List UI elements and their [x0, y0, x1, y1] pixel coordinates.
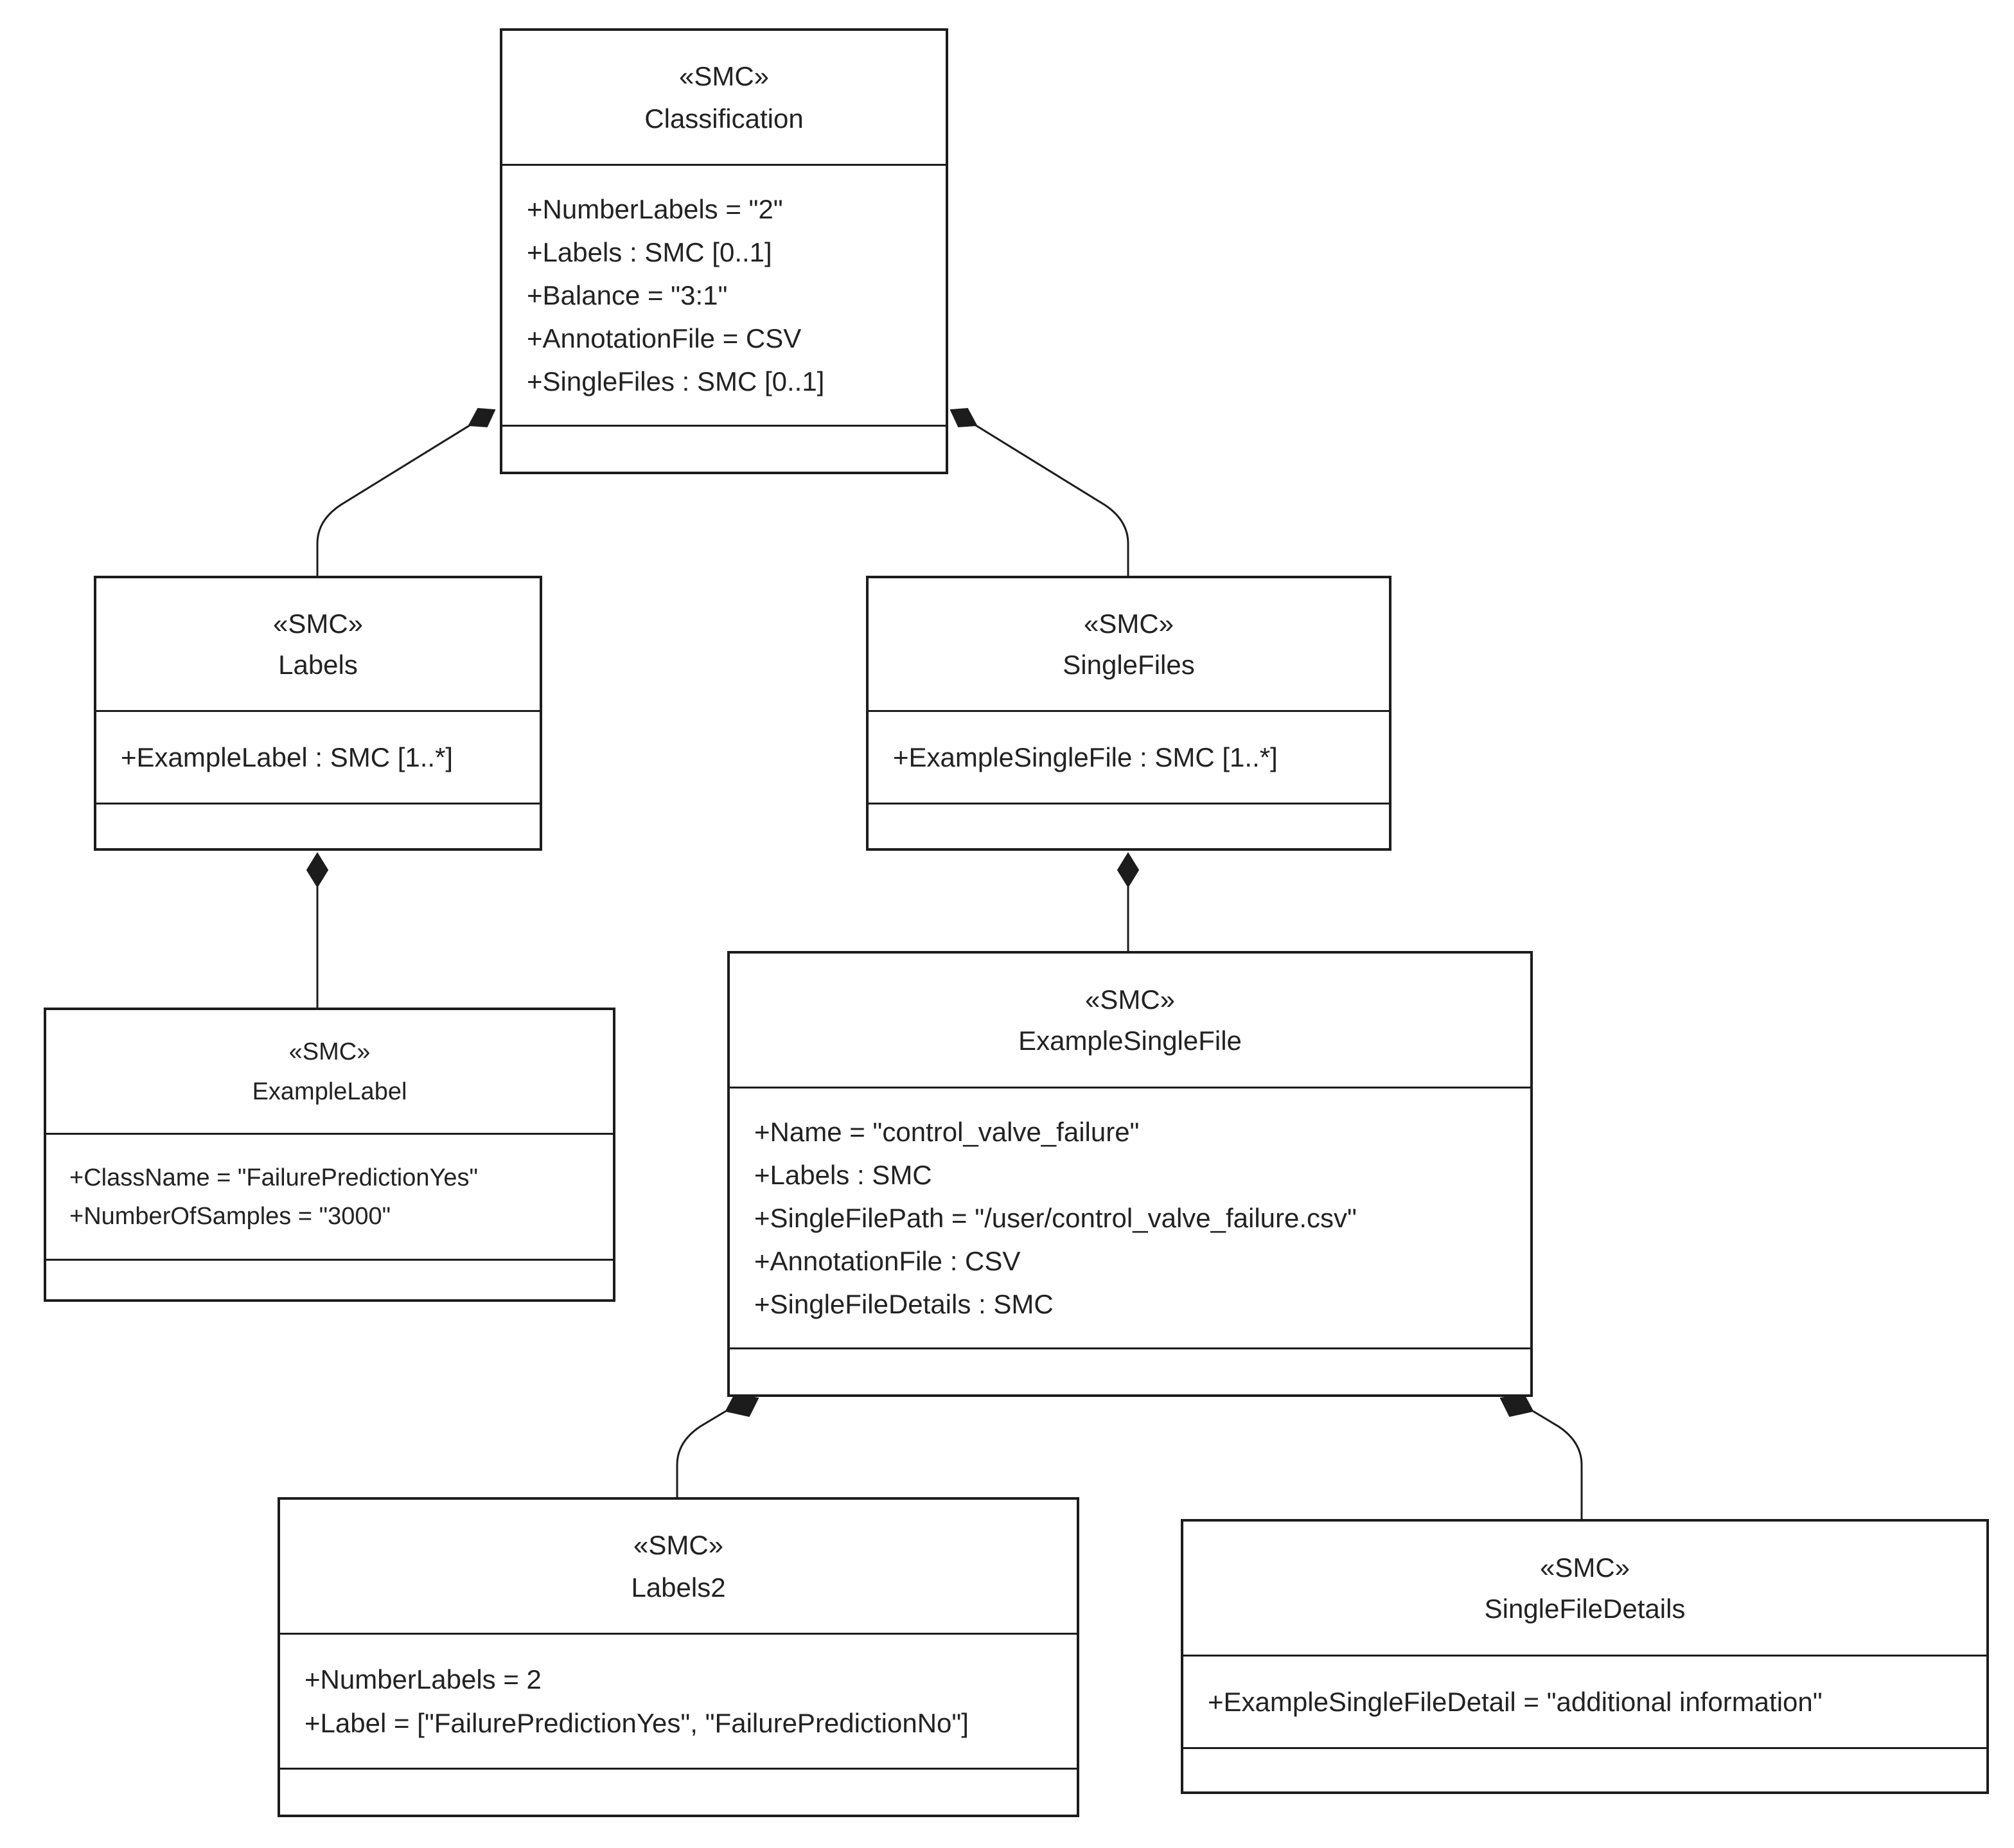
class-stereotype: «SMC»: [1539, 1552, 1630, 1583]
class-attribute: +NumberLabels = "2": [527, 194, 783, 224]
class-attribute: +NumberOfSamples = "3000": [69, 1202, 391, 1230]
class-attribute: +Labels : SMC: [754, 1160, 932, 1190]
class-attributes: +ClassName = "FailurePredictionYes" +Num…: [46, 1135, 613, 1261]
composition-link-examplesinglefile-labels2: [676, 1393, 759, 1497]
class-attribute: +Label = ["FailurePredictionYes", "Failu…: [305, 1707, 969, 1738]
class-attribute: +Labels : SMC [0..1]: [527, 237, 772, 267]
class-stereotype: «SMC»: [288, 1038, 371, 1065]
composition-diamond-icon: [950, 407, 978, 428]
class-attributes: +NumberLabels = "2" +Labels : SMC [0..1]…: [502, 166, 946, 427]
connector-line: [316, 409, 495, 576]
class-attribute: +Balance = "3:1": [527, 280, 728, 310]
class-attribute: +ClassName = "FailurePredictionYes": [69, 1164, 478, 1191]
class-name: SingleFileDetails: [1484, 1593, 1686, 1624]
class-header: «SMC» ExampleSingleFile: [730, 954, 1530, 1088]
class-attributes: +ExampleLabel : SMC [1..*]: [96, 712, 540, 804]
class-attributes: +ExampleSingleFileDetail = "additional i…: [1183, 1657, 1986, 1749]
class-attribute: +Name = "control_valve_failure": [754, 1117, 1140, 1147]
connector-line: [950, 409, 1129, 576]
class-singlefiledetails[interactable]: «SMC» SingleFileDetails +ExampleSingleFi…: [1181, 1519, 1989, 1794]
composition-link-classification-singlefiles: [950, 407, 1129, 576]
class-header: «SMC» Labels2: [280, 1500, 1077, 1635]
class-labels[interactable]: «SMC» Labels +ExampleLabel : SMC [1..*]: [94, 576, 542, 851]
composition-link-labels-examplelabel: [306, 852, 329, 1008]
composition-diamond-icon: [1499, 1393, 1534, 1417]
connector-line: [1532, 1410, 1583, 1519]
class-name: Labels: [278, 649, 358, 680]
class-stereotype: «SMC»: [678, 60, 770, 91]
class-attribute: +SingleFiles : SMC [0..1]: [527, 366, 825, 396]
class-attribute: +SingleFileDetails : SMC: [754, 1289, 1054, 1319]
class-name: Classification: [644, 103, 804, 134]
class-classification[interactable]: «SMC» Classification +NumberLabels = "2"…: [500, 28, 948, 474]
class-attributes: +Name = "control_valve_failure" +Labels …: [730, 1088, 1530, 1349]
class-header: «SMC» Classification: [502, 31, 946, 166]
composition-diamond-icon: [725, 1393, 759, 1417]
connector-line: [676, 1410, 727, 1497]
class-labels2[interactable]: «SMC» Labels2 +NumberLabels = 2 +Label =…: [278, 1497, 1079, 1817]
class-examplesinglefile[interactable]: «SMC» ExampleSingleFile +Name = "control…: [727, 951, 1533, 1397]
class-stereotype: «SMC»: [1084, 984, 1176, 1015]
class-attributes: +NumberLabels = 2 +Label = ["FailurePred…: [280, 1635, 1077, 1770]
class-attribute: +SingleFilePath = "/user/control_valve_f…: [754, 1203, 1357, 1233]
class-name: SingleFiles: [1063, 649, 1195, 680]
class-name: Labels2: [631, 1572, 726, 1603]
composition-diamond-icon: [468, 407, 496, 428]
class-examplelabel[interactable]: «SMC» ExampleLabel +ClassName = "Failure…: [44, 1008, 615, 1302]
class-header: «SMC» Labels: [96, 578, 540, 712]
class-attribute: +NumberLabels = 2: [305, 1664, 542, 1694]
composition-diamond-icon: [306, 852, 329, 888]
composition-link-singlefiles-examplesinglefile: [1117, 852, 1140, 951]
class-header: «SMC» SingleFileDetails: [1183, 1522, 1986, 1657]
class-singlefiles[interactable]: «SMC» SingleFiles +ExampleSingleFile : S…: [866, 576, 1391, 851]
class-attributes: +ExampleSingleFile : SMC [1..*]: [869, 712, 1389, 804]
composition-link-examplesinglefile-singlefiledetails: [1499, 1393, 1583, 1519]
composition-diamond-icon: [1117, 852, 1140, 888]
class-attribute: +ExampleSingleFileDetail = "additional i…: [1208, 1686, 1823, 1717]
class-stereotype: «SMC»: [633, 1529, 724, 1560]
class-name: ExampleLabel: [252, 1078, 407, 1105]
composition-link-classification-labels: [316, 407, 496, 576]
class-attribute: +AnnotationFile = CSV: [527, 323, 802, 353]
class-attribute: +AnnotationFile : CSV: [754, 1246, 1021, 1276]
class-stereotype: «SMC»: [272, 608, 364, 639]
class-attribute: +ExampleLabel : SMC [1..*]: [121, 742, 454, 772]
class-name: ExampleSingleFile: [1018, 1025, 1242, 1056]
class-header: «SMC» SingleFiles: [869, 578, 1389, 712]
class-stereotype: «SMC»: [1083, 608, 1174, 639]
class-header: «SMC» ExampleLabel: [46, 1010, 613, 1135]
class-attribute: +ExampleSingleFile : SMC [1..*]: [893, 742, 1278, 772]
